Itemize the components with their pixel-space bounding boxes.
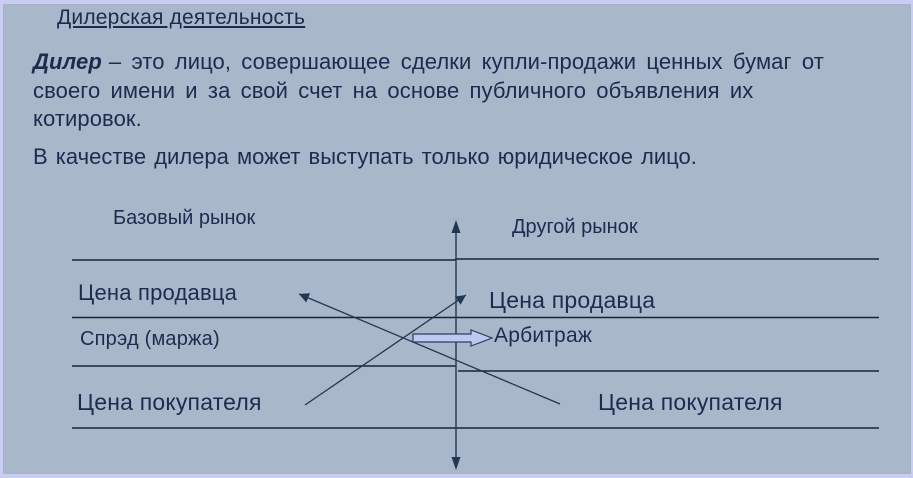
slide-title: Дилерская деятельность [57,6,306,29]
definition-line-3: котировок. [33,106,142,131]
definition-line-2: своего имени и за свой счет на основе пу… [33,78,754,103]
note-paragraph: В качестве дилера может выступать только… [33,144,697,169]
buy-base-sell-other-arrow [304,294,467,406]
base-buyer-price-label: Цена покупателя [77,389,262,415]
other-market-header: Другой рынок [512,216,638,238]
buy-other-sell-base-arrow [298,293,561,405]
definition-term: Дилер [33,49,102,74]
slide-background [3,4,911,474]
definition-line-1: Дилер– это лицо, совершающее сделки купл… [33,49,824,75]
base-market-header: Базовый рынок [113,207,256,229]
axis-up-arrow-icon [451,220,461,233]
other-seller-price-label: Цена продавца [489,287,656,313]
other-buyer-price-label: Цена покупателя [598,389,783,415]
arbitrage-block-arrow-icon [412,329,494,347]
definition-line-1-text: – это лицо, совершающее сделки купли-про… [108,49,824,74]
spread-margin-label: Спрэд (маржа) [80,328,220,350]
base-seller-price-label: Цена продавца [78,280,238,305]
axis-down-arrow-icon [451,457,461,470]
arbitrage-label: Арбитраж [494,324,593,347]
